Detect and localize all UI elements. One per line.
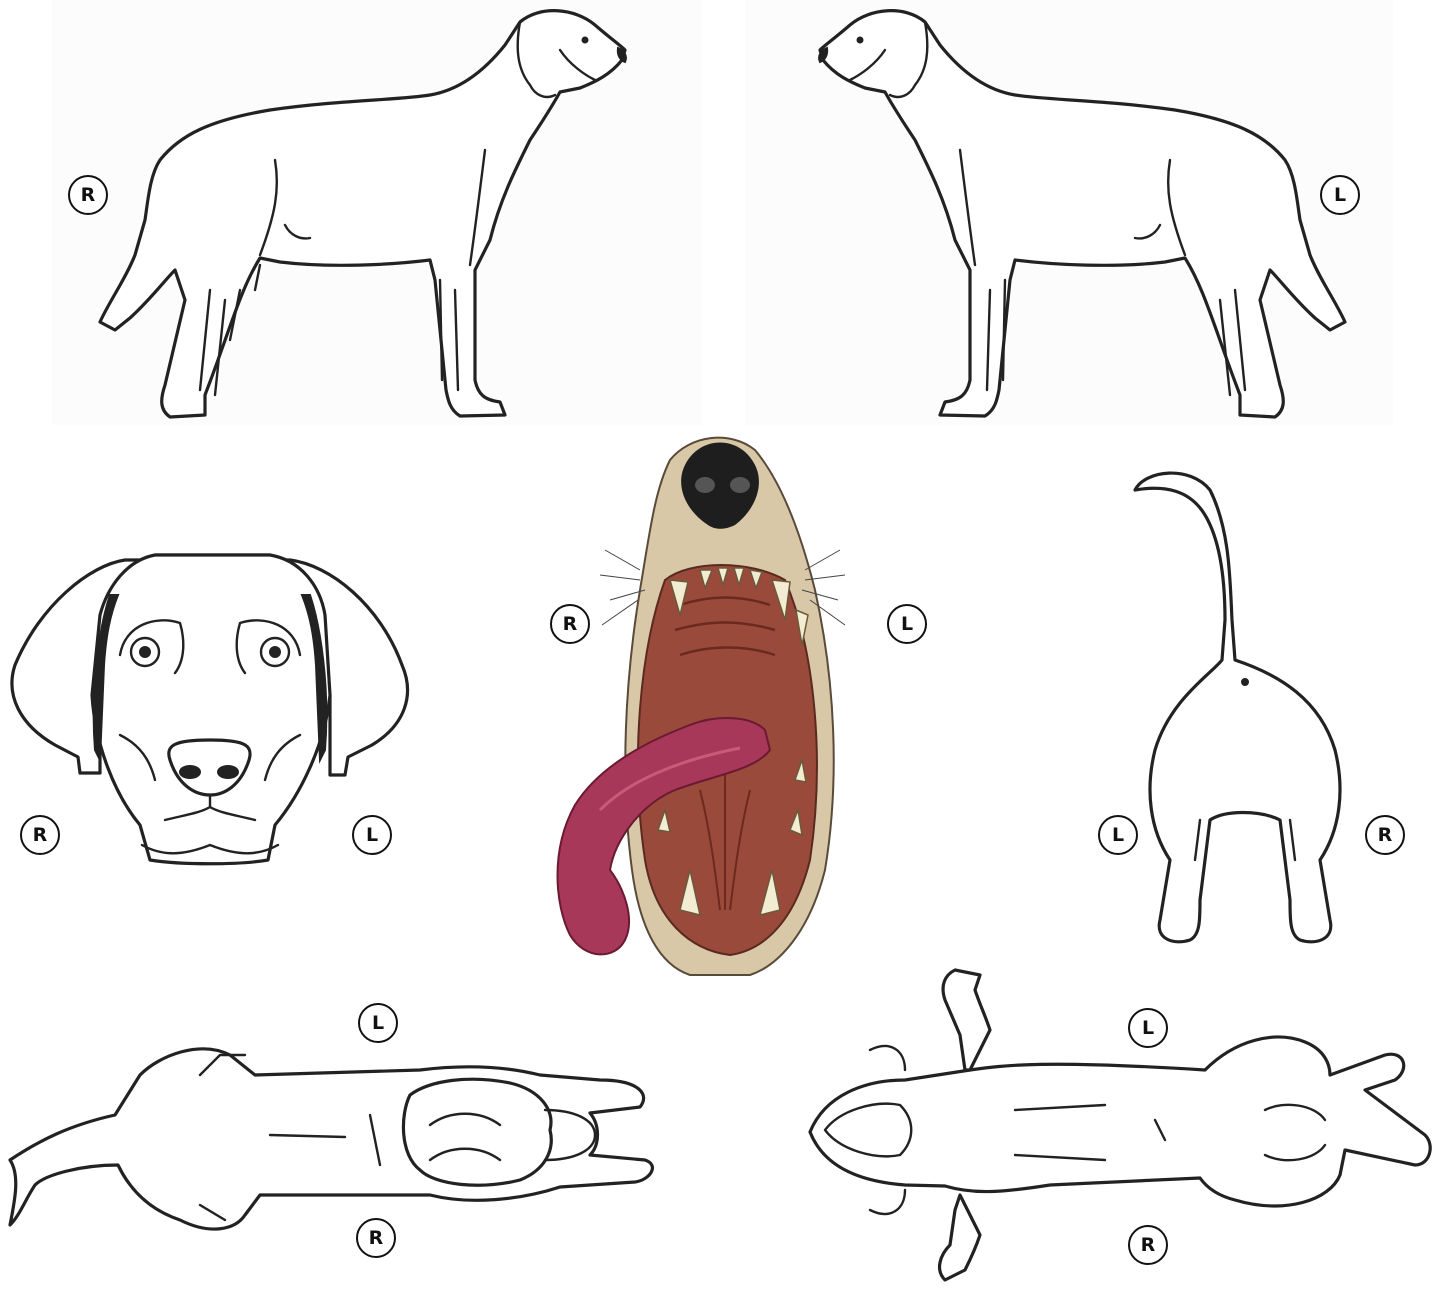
rear-right-marker: R xyxy=(1365,815,1405,855)
ventral-left-marker: L xyxy=(1128,1008,1168,1048)
dorsal-right-marker: R xyxy=(356,1218,396,1258)
lateral-left-marker: L xyxy=(1320,175,1360,215)
dog-dorsal-view-drawing xyxy=(0,1015,660,1250)
front-left-marker: L xyxy=(352,815,392,855)
mouth-right-marker: R xyxy=(550,604,590,644)
dog-rear-view-drawing xyxy=(1130,460,1360,950)
ventral-right-marker: R xyxy=(1128,1225,1168,1265)
dog-open-mouth-illustration xyxy=(540,430,880,990)
dog-right-lateral-drawing xyxy=(90,0,650,430)
mouth-left-marker: L xyxy=(887,604,927,644)
rear-left-marker: L xyxy=(1098,815,1138,855)
lateral-right-marker: R xyxy=(68,175,108,215)
dorsal-left-marker: L xyxy=(358,1003,398,1043)
front-right-marker: R xyxy=(20,815,60,855)
dog-ventral-view-drawing xyxy=(805,960,1435,1290)
dog-left-lateral-drawing xyxy=(795,0,1355,430)
